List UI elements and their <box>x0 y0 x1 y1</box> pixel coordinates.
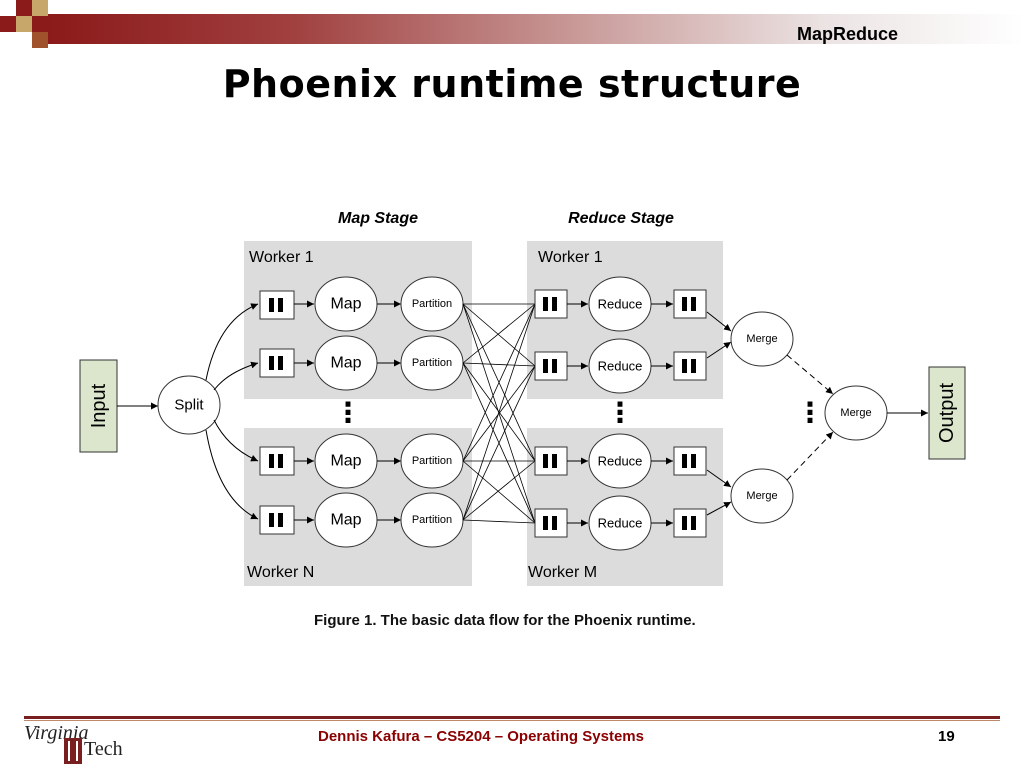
final-merge-node-label: Merge <box>840 407 871 419</box>
merge-node <box>730 311 794 367</box>
arrow-split-map <box>205 429 259 520</box>
reduce-row <box>534 276 707 332</box>
arrow-split-map <box>205 303 259 381</box>
footer-rule-thin <box>24 720 1000 721</box>
merge-node-label: Merge <box>746 333 777 345</box>
footer-rule <box>24 716 1000 719</box>
header-decor-square <box>48 0 64 16</box>
arrow-split-map <box>213 419 259 462</box>
reduce-row <box>534 495 707 551</box>
reduce-worker-bottom-label: Worker M <box>528 564 597 581</box>
reduce-stage-label: Reduce Stage <box>568 210 674 227</box>
reduce-node-label: Reduce <box>598 359 643 374</box>
arrow-merge-final <box>786 431 834 481</box>
footer-text: Dennis Kafura – CS5204 – Operating Syste… <box>318 728 644 745</box>
map-node-label: Map <box>330 355 361 372</box>
section-label: MapReduce <box>796 24 898 44</box>
reduce-worker-top-label: Worker 1 <box>538 249 603 266</box>
arrow-split-map <box>213 361 259 391</box>
logo-mark-icon <box>64 738 82 764</box>
map-ellipsis: ⋮ <box>334 396 362 429</box>
merge-node-label: Merge <box>746 490 777 502</box>
arrow-merge-final <box>786 354 834 395</box>
header-decor-square <box>0 0 16 16</box>
reduce-row <box>534 338 707 394</box>
header-decor-square <box>16 16 32 32</box>
map-row <box>259 492 464 548</box>
output-box <box>928 366 966 460</box>
virginia-tech-logo: Virginia Tech <box>24 722 134 766</box>
output-label: Output <box>936 383 958 443</box>
reduce-row <box>534 433 707 489</box>
header-decor-square <box>32 16 48 32</box>
reduce-node-label: Reduce <box>598 516 643 531</box>
header-decor-square <box>0 16 16 32</box>
partition-node-label: Partition <box>412 298 452 310</box>
header-decor-square <box>32 0 48 16</box>
arrow-reduce-merge <box>706 469 732 488</box>
header-decor-square <box>32 32 48 48</box>
header-gradient-bar <box>48 14 1024 44</box>
map-row <box>259 433 464 489</box>
page-number: 19 <box>938 728 955 745</box>
merge-ellipsis: ⋮ <box>796 396 824 429</box>
map-worker-bottom-label: Worker N <box>247 564 314 581</box>
logo-tech-text: Tech <box>84 738 123 760</box>
split-node <box>157 375 221 435</box>
partition-node-label: Partition <box>412 514 452 526</box>
arrow-reduce-merge <box>706 341 732 359</box>
arrow-reduce-merge <box>706 501 732 516</box>
map-node-label: Map <box>330 512 361 529</box>
reduce-node-label: Reduce <box>598 297 643 312</box>
figure-caption: Figure 1. The basic data flow for the Ph… <box>314 612 696 629</box>
partition-node-label: Partition <box>412 455 452 467</box>
arrow-reduce-merge <box>706 311 732 332</box>
header-decor-square <box>16 0 32 16</box>
slide-title: Phoenix runtime structure <box>222 62 802 106</box>
split-label: Split <box>174 397 204 414</box>
shuffle-connections <box>462 303 536 524</box>
partition-node-label: Partition <box>412 357 452 369</box>
merge-node <box>730 468 794 524</box>
map-row <box>259 276 464 332</box>
header-band <box>0 0 1024 48</box>
input-label: Input <box>88 383 110 428</box>
map-row <box>259 335 464 391</box>
reduce-node-label: Reduce <box>598 454 643 469</box>
map-node-label: Map <box>330 296 361 313</box>
map-worker-top-label: Worker 1 <box>249 249 314 266</box>
map-stage-label: Map Stage <box>338 210 418 227</box>
reduce-ellipsis: ⋮ <box>606 396 634 429</box>
map-node-label: Map <box>330 453 361 470</box>
